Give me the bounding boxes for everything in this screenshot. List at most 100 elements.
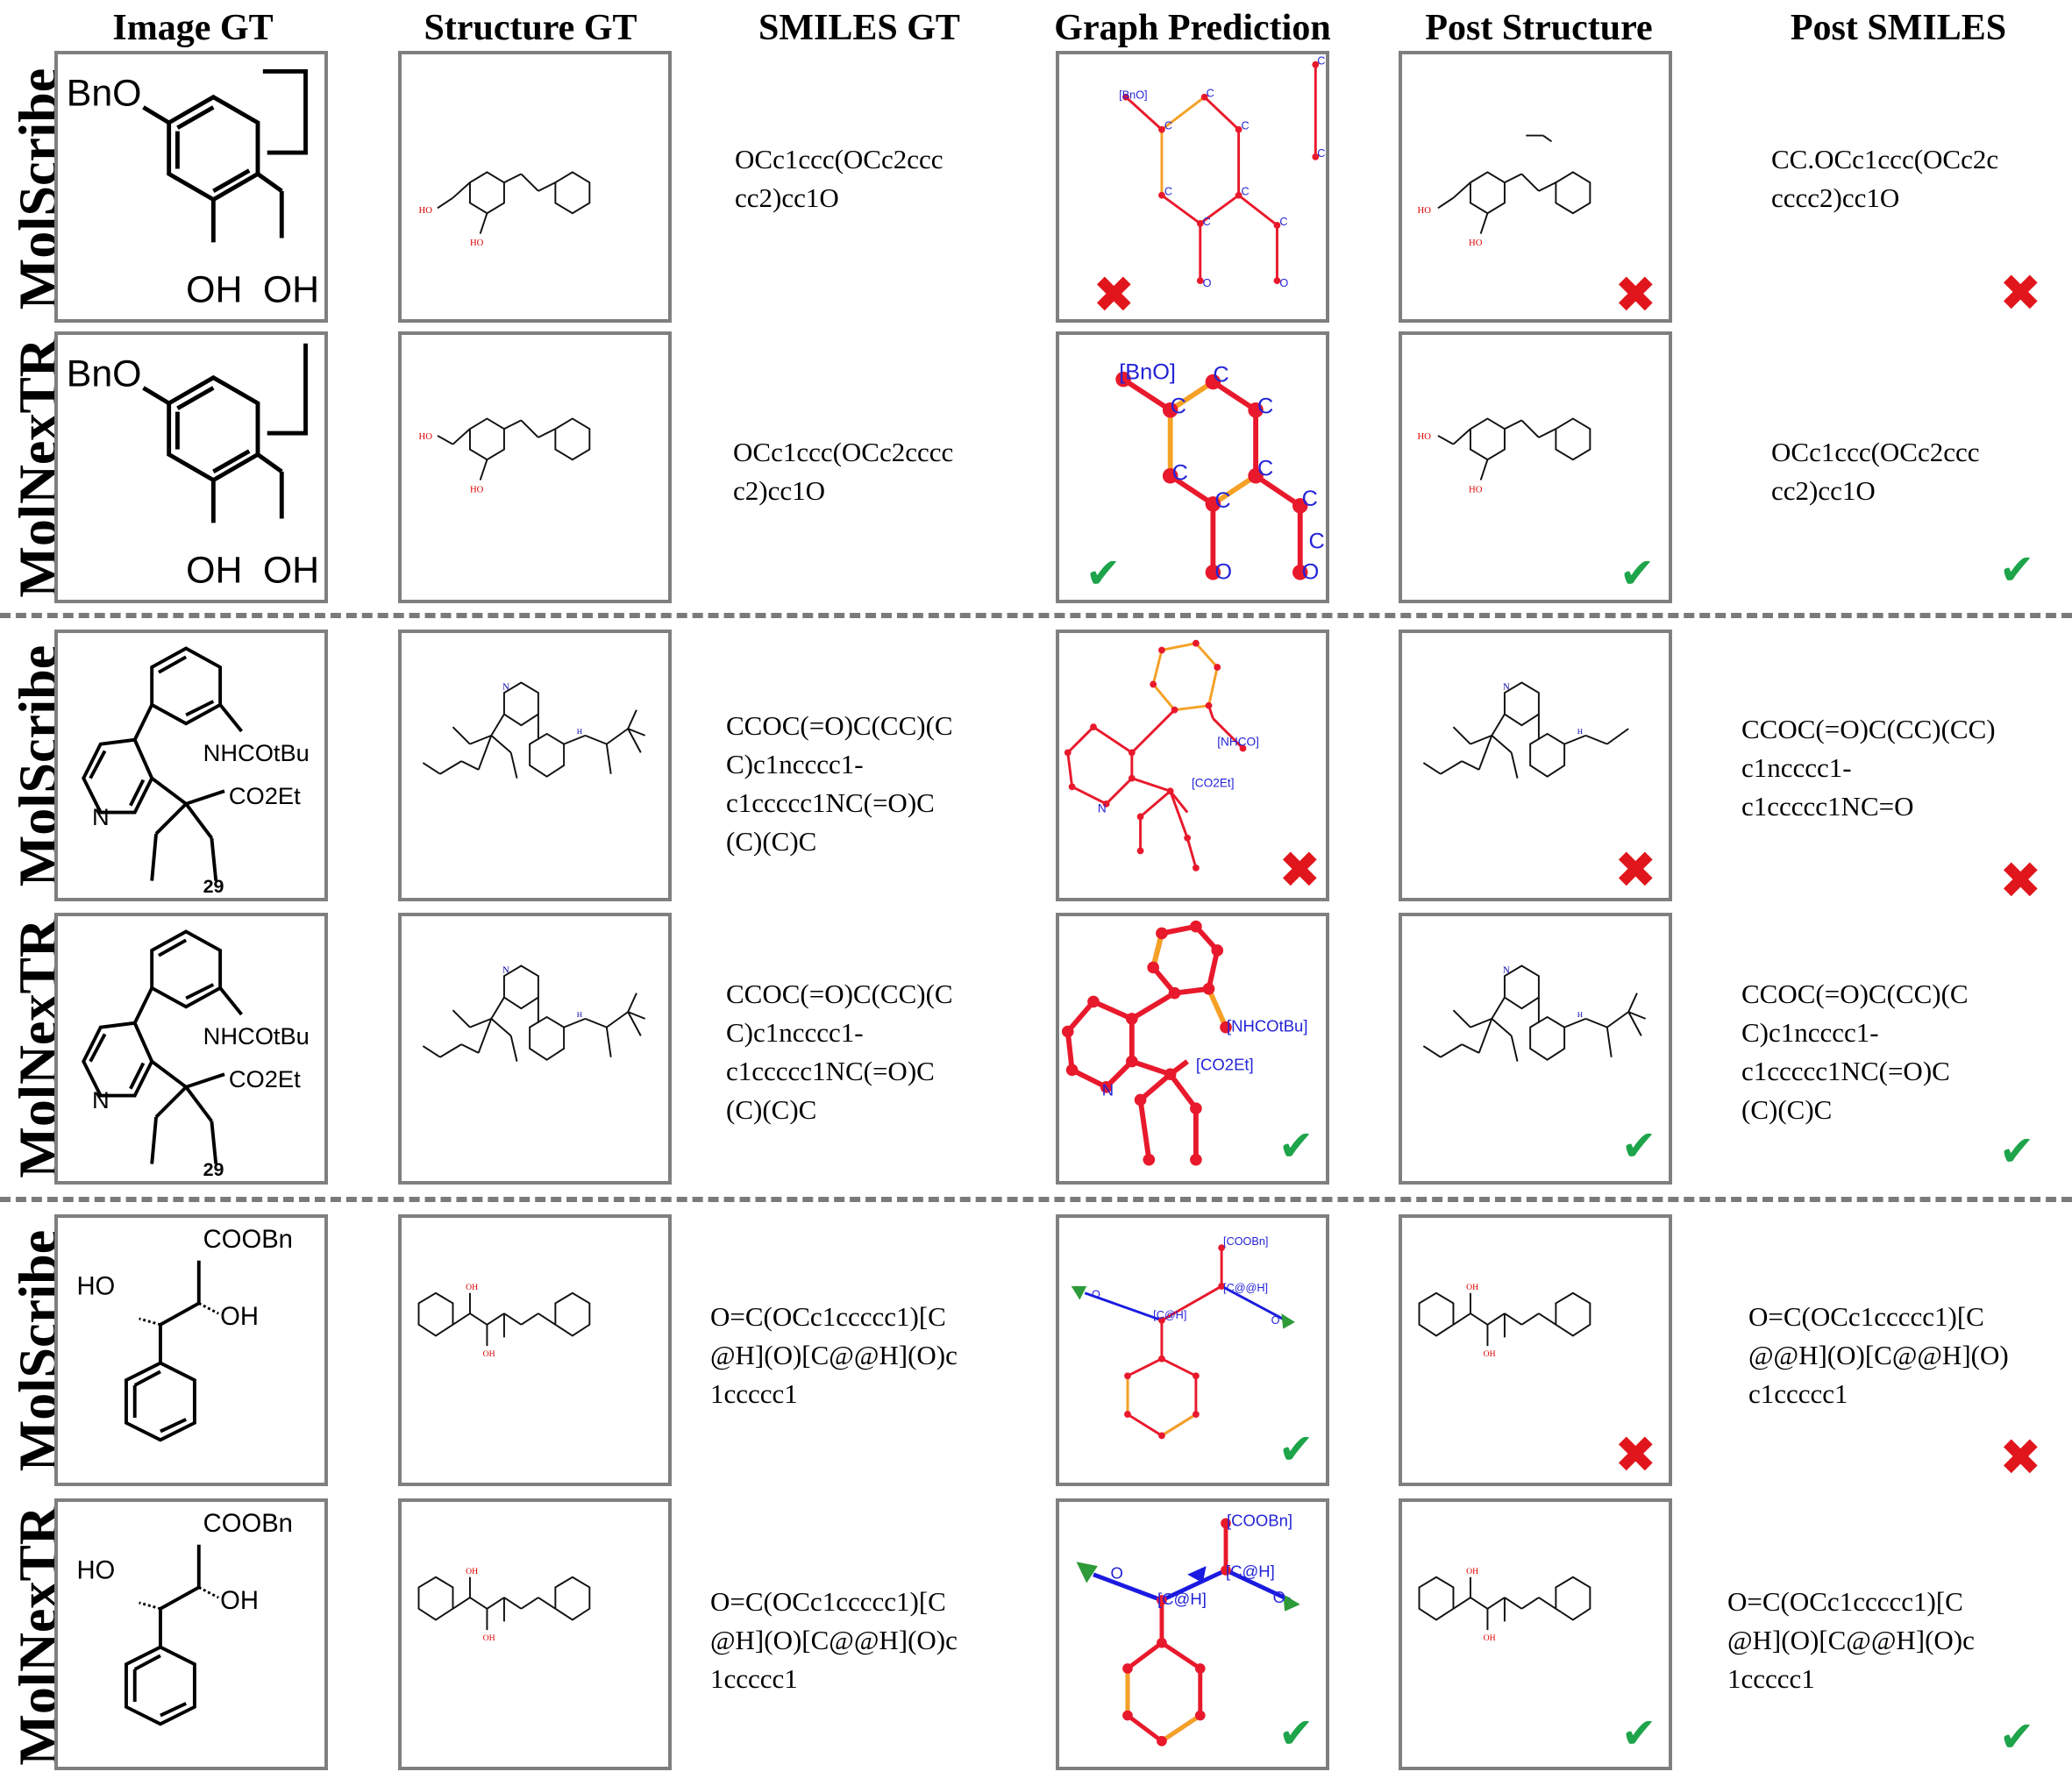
atom-label: NHCOtBu [203, 739, 310, 766]
atom-label: OH [263, 550, 319, 592]
image-gt-panel: NHCOtBu CO2Et N 29 [54, 630, 328, 901]
post-structure-panel: OH OH ✖ [1399, 1214, 1672, 1486]
column-header-graph-prediction: Graph Prediction [1054, 8, 1331, 48]
smiles-gt-text: O=C(OCc1ccccc1)[C @H](O)[C@@H](O)c 1cccc… [710, 1301, 958, 1409]
svg-text:HO: HO [470, 484, 484, 495]
atom-label: NHCOtBu [203, 1022, 310, 1050]
graph-result-cross-icon: ✖ [1093, 265, 1136, 324]
post-smiles-text: OCc1ccc(OCc2ccc cc2)cc1O [1771, 437, 1980, 506]
svg-text:N: N [502, 964, 509, 975]
svg-text:HO: HO [470, 238, 484, 248]
graph-node-label: [CO2Et] [1196, 1055, 1254, 1073]
atom-label: OH [186, 550, 242, 592]
post-smiles-text: O=C(OCc1ccccc1)[C @H](O)[C@@H](O)c 1cccc… [1727, 1586, 1975, 1694]
svg-text:HO: HO [1469, 484, 1483, 495]
graph-node-label: O [1302, 560, 1320, 585]
post-structure-panel: N H ✔ [1399, 913, 1672, 1185]
graph-node-label: [NHCOtBu] [1227, 1017, 1308, 1035]
column-header-post-structure: Post Structure [1425, 8, 1653, 48]
svg-text:N: N [1503, 964, 1510, 975]
graph-node-label: C [1164, 186, 1172, 198]
column-header-structure-gt: Structure GT [424, 8, 637, 48]
structure-gt-panel: OH OH [398, 1214, 672, 1486]
structure-gt-panel: N H [398, 913, 672, 1185]
post-structure-check-icon: ✔ [1620, 549, 1655, 598]
graph-node-label: O [1273, 1588, 1285, 1606]
atom-label: BnO [67, 72, 142, 114]
graph-node-label: C [1242, 186, 1250, 198]
post-smiles-cross-icon: ✖ [1999, 1427, 2042, 1487]
compound-number: 29 [203, 1159, 224, 1180]
image-gt-panel: NHCOtBu CO2Et N 29 [54, 913, 328, 1185]
graph-node-label: O [1110, 1564, 1122, 1583]
atom-label: OH [186, 269, 242, 311]
graph-prediction-panel: [BnO] C C C C C C C C C O O ✖ [1056, 51, 1329, 324]
column-header-smiles-gt: SMILES GT [758, 8, 960, 48]
graph-result-check-icon: ✔ [1278, 1121, 1314, 1171]
svg-text:N: N [1503, 681, 1510, 692]
svg-text:OH: OH [1466, 1283, 1478, 1292]
graph-node-label: [C@H] [1157, 1590, 1207, 1608]
smiles-gt-text: OCc1ccc(OCc2cccc c2)cc1O [733, 437, 954, 506]
post-structure-check-icon: ✔ [1621, 1121, 1657, 1171]
post-smiles-text: O=C(OCc1ccccc1)[C @@H](O)[C@@H](O) c1ccc… [1748, 1301, 2009, 1409]
svg-text:OH: OH [466, 1567, 478, 1576]
graph-result-check-icon: ✔ [1278, 1709, 1314, 1758]
post-structure-panel: HO HO ✖ [1399, 51, 1672, 324]
svg-text:OH: OH [1466, 1567, 1478, 1576]
image-gt-panel: COOBn HO OH [54, 1214, 328, 1486]
graph-node-label: [BnO] [1119, 89, 1147, 102]
svg-text:HO: HO [1418, 205, 1432, 216]
graph-node-label: C [1257, 395, 1273, 419]
graph-result-check-icon: ✔ [1278, 1425, 1314, 1474]
graph-node-label: C [1279, 216, 1287, 228]
svg-text:H: H [577, 1010, 583, 1019]
structure-gt-panel: HO HO [398, 51, 672, 323]
svg-text:OH: OH [483, 1633, 495, 1643]
graph-node-label: C [1213, 363, 1228, 388]
compound-number: 29 [203, 876, 224, 897]
structure-gt-panel: HO HO [398, 331, 672, 603]
svg-text:H: H [577, 727, 583, 736]
post-structure-panel: OH OH ✔ [1399, 1498, 1672, 1770]
post-smiles-cross-icon: ✖ [1999, 850, 2042, 910]
atom-label: CO2Et [229, 782, 301, 809]
smiles-gt-text: O=C(OCc1ccccc1)[C @H](O)[C@@H](O)c 1cccc… [710, 1586, 958, 1694]
graph-prediction-panel: [NHCO] [CO2Et] N ✖ [1056, 630, 1329, 901]
svg-text:HO: HO [419, 205, 433, 216]
graph-node-label: O [1271, 1314, 1280, 1327]
post-smiles-text: CC.OCc1ccc(OCc2c cccc2)cc1O [1771, 144, 1999, 213]
post-structure-cross-icon: ✖ [1614, 1425, 1657, 1484]
graph-node-label: [C@H] [1153, 1309, 1186, 1321]
atom-label: OH [263, 269, 319, 311]
svg-text:OH: OH [1484, 1633, 1496, 1643]
smiles-gt-text: CCOC(=O)C(CC)(C C)c1ncccc1- c1ccccc1NC(=… [726, 978, 953, 1125]
graph-node-label: [COOBn] [1227, 1511, 1292, 1529]
atom-label: HO [76, 1557, 115, 1585]
graph-node-label: C [1203, 216, 1211, 228]
image-gt-panel: BnO OH OH [54, 331, 328, 603]
atom-label: BnO [67, 352, 142, 395]
post-smiles-check-icon: ✔ [1999, 545, 2035, 594]
graph-node-label: [COOBn] [1223, 1235, 1268, 1248]
svg-text:N: N [502, 681, 509, 692]
structure-gt-panel: N H [398, 630, 672, 901]
graph-prediction-panel: [BnO] C C C C C C C C O O ✔ [1056, 331, 1329, 603]
graph-node-label: C [1308, 530, 1324, 554]
post-smiles-text: CCOC(=O)C(CC)(CC) c1ncccc1- c1ccccc1NC=O [1741, 714, 1996, 822]
post-smiles-text: CCOC(=O)C(CC)(C C)c1ncccc1- c1ccccc1NC(=… [1741, 978, 1969, 1125]
group-divider-1 [0, 613, 2072, 618]
graph-result-cross-icon: ✖ [1278, 840, 1321, 900]
post-structure-panel: HO HO ✔ [1399, 331, 1672, 603]
post-smiles-check-icon: ✔ [1999, 1712, 2035, 1761]
post-smiles-check-icon: ✔ [1999, 1127, 2035, 1176]
svg-text:H: H [1577, 727, 1584, 736]
post-smiles-cross-icon: ✖ [1999, 263, 2042, 323]
atom-label: OH [220, 1303, 259, 1331]
graph-node-label: O [1092, 1289, 1100, 1301]
svg-text:HO: HO [1418, 431, 1432, 442]
graph-node-label: [CO2Et] [1192, 776, 1234, 789]
graph-node-label: C [1207, 88, 1214, 100]
graph-node-label: O [1203, 277, 1212, 289]
graph-node-label: [C@H] [1226, 1562, 1275, 1581]
